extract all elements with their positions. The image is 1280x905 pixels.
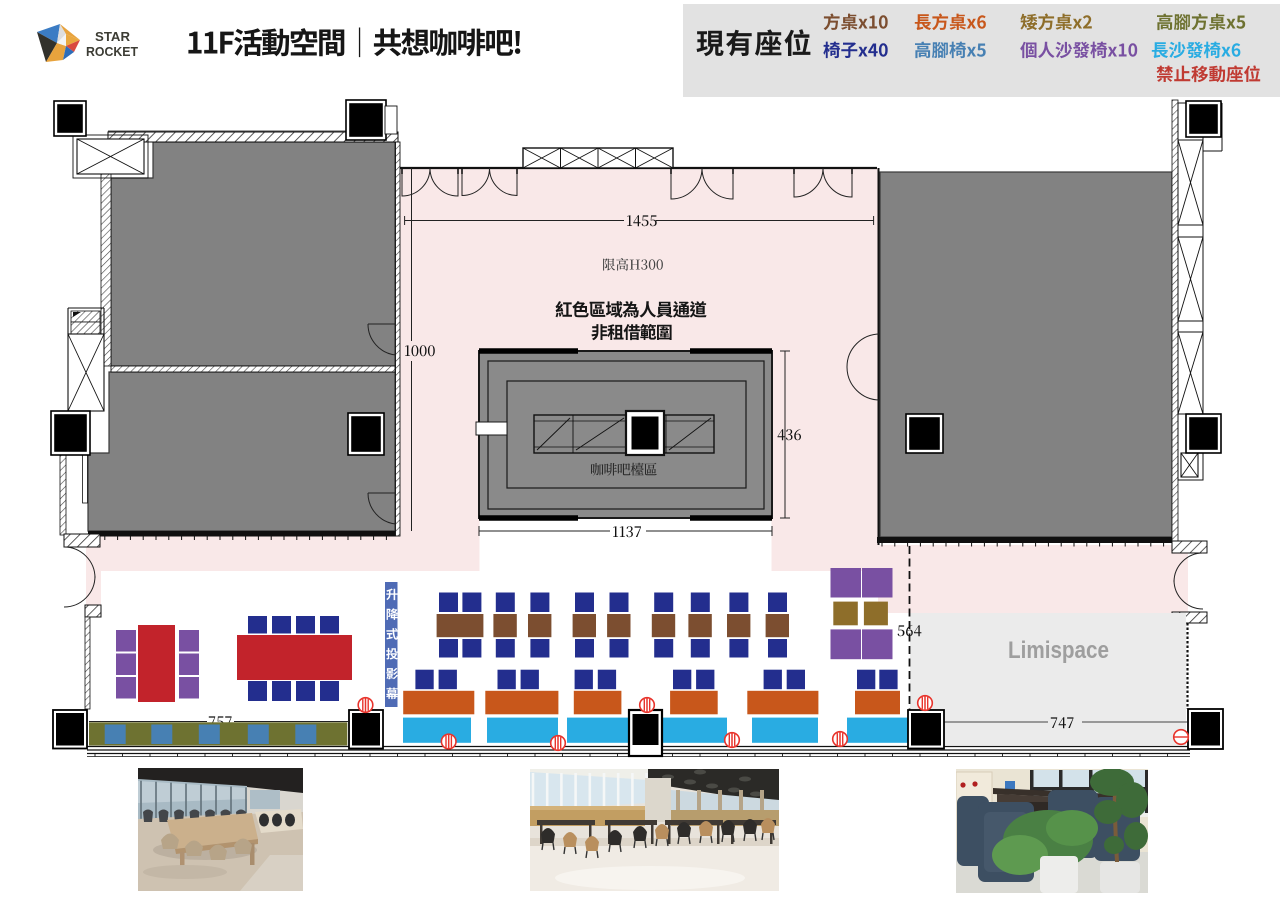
- svg-text:ROCKET: ROCKET: [86, 44, 138, 59]
- svg-text:Limispace: Limispace: [1008, 637, 1109, 664]
- svg-text:STAR: STAR: [95, 29, 131, 44]
